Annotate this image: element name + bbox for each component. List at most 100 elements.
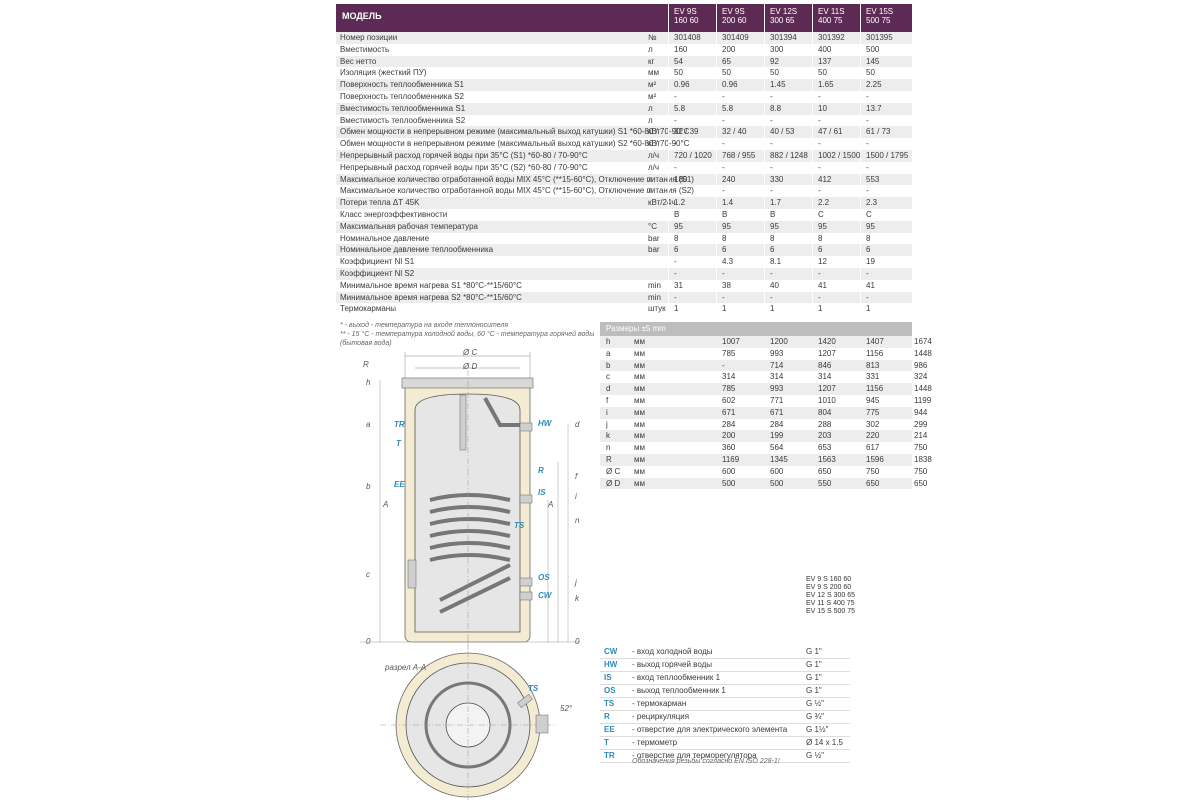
spec-name: Вместимость теплообменника S1 bbox=[340, 103, 466, 113]
dims-value: 804 bbox=[818, 407, 832, 417]
spec-value: - bbox=[818, 115, 821, 125]
spec-value: 6 bbox=[818, 245, 823, 255]
spec-value: 240 bbox=[722, 174, 736, 184]
dim-c-side-label: c bbox=[366, 570, 370, 579]
spec-value: 301395 bbox=[866, 33, 893, 42]
spec-value: 330 bbox=[770, 174, 784, 184]
legend-text: - выход теплообменник 1 bbox=[632, 686, 726, 695]
dims-value: 1596 bbox=[866, 454, 884, 464]
spec-value: 0.96 bbox=[674, 80, 690, 90]
legend-size: G 1" bbox=[806, 686, 822, 695]
spec-value: 32 / 40 bbox=[722, 127, 747, 137]
spec-value: 8.1 bbox=[770, 257, 782, 267]
spec-value: 54 bbox=[674, 56, 683, 66]
dims-value: 1448 bbox=[914, 384, 932, 394]
spec-unit: л bbox=[648, 115, 653, 125]
spec-value: B bbox=[674, 209, 680, 219]
spec-value: 31 bbox=[674, 280, 683, 290]
spec-value: 8 bbox=[722, 233, 727, 243]
spec-value: - bbox=[818, 186, 821, 196]
r-label: R bbox=[363, 360, 369, 369]
spec-name: Номер позиции bbox=[340, 33, 398, 42]
dims-value: 993 bbox=[770, 348, 784, 358]
spec-value: - bbox=[770, 292, 773, 302]
model-list-item: EV 15 S 500 75 bbox=[806, 608, 856, 615]
spec-unit: л bbox=[648, 174, 653, 184]
dims-unit: мм bbox=[634, 337, 645, 346]
spec-value: 2.25 bbox=[866, 80, 882, 90]
dims-value: 714 bbox=[770, 360, 784, 370]
dims-value: 1156 bbox=[866, 348, 884, 358]
legend-size: G ½" bbox=[806, 699, 824, 708]
spec-value: - bbox=[866, 162, 869, 172]
spec-value: 301408 bbox=[674, 33, 701, 42]
spec-value: 1.2 bbox=[674, 198, 686, 208]
dim-j-label: j bbox=[575, 578, 577, 587]
spec-value: C bbox=[818, 209, 824, 219]
dims-value: 1169 bbox=[722, 454, 740, 464]
spec-value: - bbox=[866, 292, 869, 302]
legend-text: - термокарман bbox=[632, 699, 687, 708]
dims-label: f bbox=[606, 395, 609, 405]
spec-value: 95 bbox=[866, 221, 875, 231]
dims-value: 288 bbox=[818, 419, 832, 429]
section-title: разрел A-A bbox=[385, 663, 427, 672]
dims-value: 1448 bbox=[914, 348, 932, 358]
spec-value: 500 bbox=[866, 44, 880, 54]
model-header-label: МОДЕЛЬ bbox=[342, 11, 382, 21]
dims-label: d bbox=[606, 384, 611, 394]
dim-a-label: a bbox=[366, 420, 371, 429]
spec-unit: м² bbox=[648, 91, 657, 101]
spec-unit: л bbox=[648, 103, 653, 113]
dims-value: 284 bbox=[722, 419, 736, 429]
dims-value: 617 bbox=[866, 443, 880, 453]
section-ts-label: TS bbox=[528, 684, 539, 693]
dims-unit: мм bbox=[634, 407, 645, 417]
spec-value: 12 bbox=[818, 257, 827, 267]
dims-value: 600 bbox=[770, 466, 784, 476]
dims-value: 771 bbox=[770, 395, 784, 405]
spec-name: Класс энергоэффективности bbox=[340, 209, 448, 219]
dims-value: 1010 bbox=[818, 395, 836, 405]
spec-value: 6 bbox=[722, 245, 727, 255]
spec-value: 1.65 bbox=[818, 80, 834, 90]
spec-value: 10 bbox=[818, 103, 827, 113]
dims-value: 1345 bbox=[770, 454, 788, 464]
spec-value: 6 bbox=[866, 245, 871, 255]
dims-unit: мм bbox=[634, 372, 645, 382]
spec-value: C bbox=[866, 209, 872, 219]
dims-value: 314 bbox=[818, 372, 832, 382]
section-a-label-left: A bbox=[383, 500, 389, 509]
spec-value: 2.3 bbox=[866, 198, 878, 208]
spec-value: 61 / 73 bbox=[866, 127, 891, 137]
dims-value: 653 bbox=[818, 443, 832, 453]
spec-value: 1500 / 1795 bbox=[866, 150, 909, 160]
spec-value: - bbox=[866, 115, 869, 125]
dims-label: j bbox=[606, 419, 608, 429]
spec-value: - bbox=[674, 91, 677, 101]
spec-unit: л bbox=[648, 44, 653, 54]
legend-code: EE bbox=[604, 725, 615, 734]
spec-name: Максимальное количество отработанной вод… bbox=[340, 186, 694, 196]
spec-name: Потери тепла ΔT 45K bbox=[340, 198, 420, 208]
spec-value: - bbox=[866, 268, 869, 278]
legend-text: - термометр bbox=[632, 738, 678, 747]
dim-h-label: h bbox=[366, 378, 371, 387]
dims-value: 993 bbox=[770, 384, 784, 394]
spec-value: 47 / 61 bbox=[818, 127, 843, 137]
spec-unit: кВт/24ч bbox=[648, 198, 676, 208]
spec-value: - bbox=[866, 139, 869, 149]
dims-label: R bbox=[606, 454, 612, 464]
